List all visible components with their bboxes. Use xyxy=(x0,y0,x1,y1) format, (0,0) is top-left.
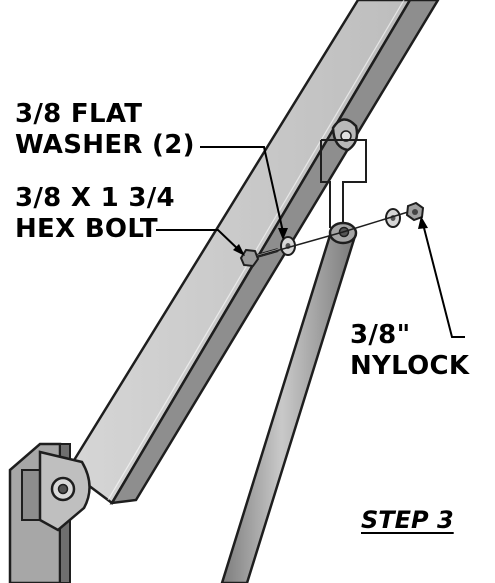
bolt-label-line2: HEX BOLT xyxy=(15,214,158,244)
nylock-leader-line xyxy=(418,216,465,338)
step-title: STEP 3 xyxy=(361,506,454,534)
washer-label-line1: 3/8 FLAT xyxy=(15,99,143,129)
nylock-nut xyxy=(405,201,425,222)
washer-label-line2: WASHER (2) xyxy=(15,130,195,160)
bolt-leader-line xyxy=(156,229,245,256)
washer-leader-line xyxy=(200,146,288,240)
nylock-label-line2: NYLOCK xyxy=(350,351,470,381)
bolt-label-line1: 3/8 X 1 3/4 xyxy=(15,183,175,213)
assembly-axis-line xyxy=(257,211,409,257)
hinge-bracket xyxy=(38,450,91,532)
brace-rod xyxy=(220,221,358,583)
nylock-label-line1: 3/8" xyxy=(350,320,411,350)
fit-callout-outline xyxy=(320,139,367,228)
